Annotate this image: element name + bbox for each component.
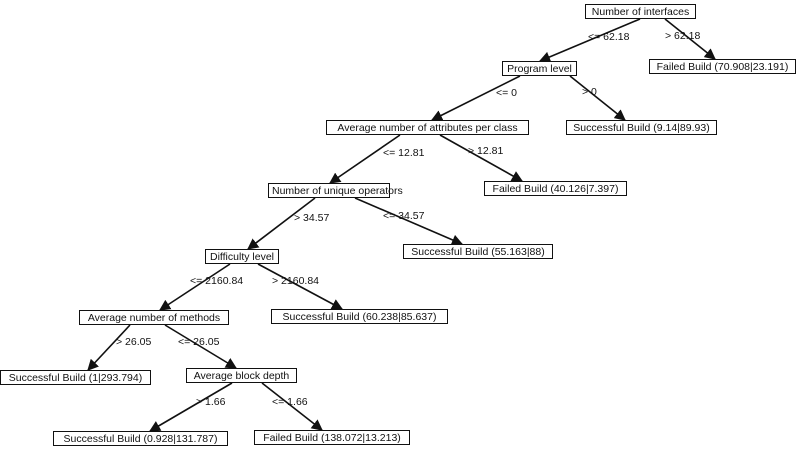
node-successful-build-2: Successful Build (55.163|88) xyxy=(403,244,553,259)
tree-edge-e10 xyxy=(257,263,343,310)
node-failed-build-1: Failed Build (70.908|23.191) xyxy=(649,59,796,74)
tree-edge-e14 xyxy=(261,382,323,431)
node-failed-build-2: Failed Build (40.126|7.397) xyxy=(484,181,627,196)
node-average-number-of-methods: Average number of methods xyxy=(79,310,229,325)
edge-label-gt-34-57: > 34.57 xyxy=(294,212,330,224)
tree-edge-e9 xyxy=(159,263,231,311)
tree-edge-e5 xyxy=(329,134,401,184)
edge-label-gt-26-05: > 26.05 xyxy=(116,336,152,348)
tree-edge-e13 xyxy=(149,382,233,432)
tree-edge-e1 xyxy=(538,18,641,63)
node-average-attributes-per-class: Average number of attributes per class xyxy=(326,120,529,135)
tree-edge-e7 xyxy=(247,197,316,250)
node-difficulty-level: Difficulty level xyxy=(205,249,279,264)
node-program-level: Program level xyxy=(502,61,577,76)
tree-edge-e11 xyxy=(87,324,131,371)
node-successful-build-1: Successful Build (9.14|89.93) xyxy=(566,120,717,135)
node-successful-build-3: Successful Build (60.238|85.637) xyxy=(271,309,448,324)
edge-label-le-0: <= 0 xyxy=(496,87,518,99)
edge-label-gt-12-81: > 12.81 xyxy=(468,145,504,157)
edge-label-le-1-66: <= 1.66 xyxy=(272,396,308,408)
tree-edge-e8 xyxy=(354,197,464,246)
edge-label-gt-2160-84: > 2160.84 xyxy=(272,275,320,287)
edge-label-le-62-18: <= 62.18 xyxy=(588,31,630,43)
node-failed-build-3: Failed Build (138.072|13.213) xyxy=(254,430,410,445)
node-successful-build-4: Successful Build (1|293.794) xyxy=(0,370,151,385)
edge-label-le-26-05: <= 26.05 xyxy=(178,336,220,348)
node-successful-build-5: Successful Build (0.928|131.787) xyxy=(53,431,228,446)
node-number-of-unique-operators: Number of unique operators xyxy=(268,183,403,198)
edge-label-gt-62-18: > 62.18 xyxy=(665,30,701,42)
edge-label-le-12-81: <= 12.81 xyxy=(383,147,425,159)
tree-edge-e2 xyxy=(664,18,716,60)
node-average-block-depth: Average block depth xyxy=(186,368,297,383)
edge-label-le-34-57: <= 34.57 xyxy=(383,210,425,222)
tree-edge-e4 xyxy=(569,75,626,121)
edge-label-gt-0: > 0 xyxy=(582,86,597,98)
tree-edge-e6 xyxy=(439,134,523,182)
edge-label-le-2160-84: <= 2160.84 xyxy=(190,275,244,287)
tree-edge-e12 xyxy=(164,324,237,369)
edge-label-gt-1-66: > 1.66 xyxy=(196,396,226,408)
node-number-of-interfaces: Number of interfaces xyxy=(585,4,696,19)
tree-edge-e3 xyxy=(430,75,521,121)
